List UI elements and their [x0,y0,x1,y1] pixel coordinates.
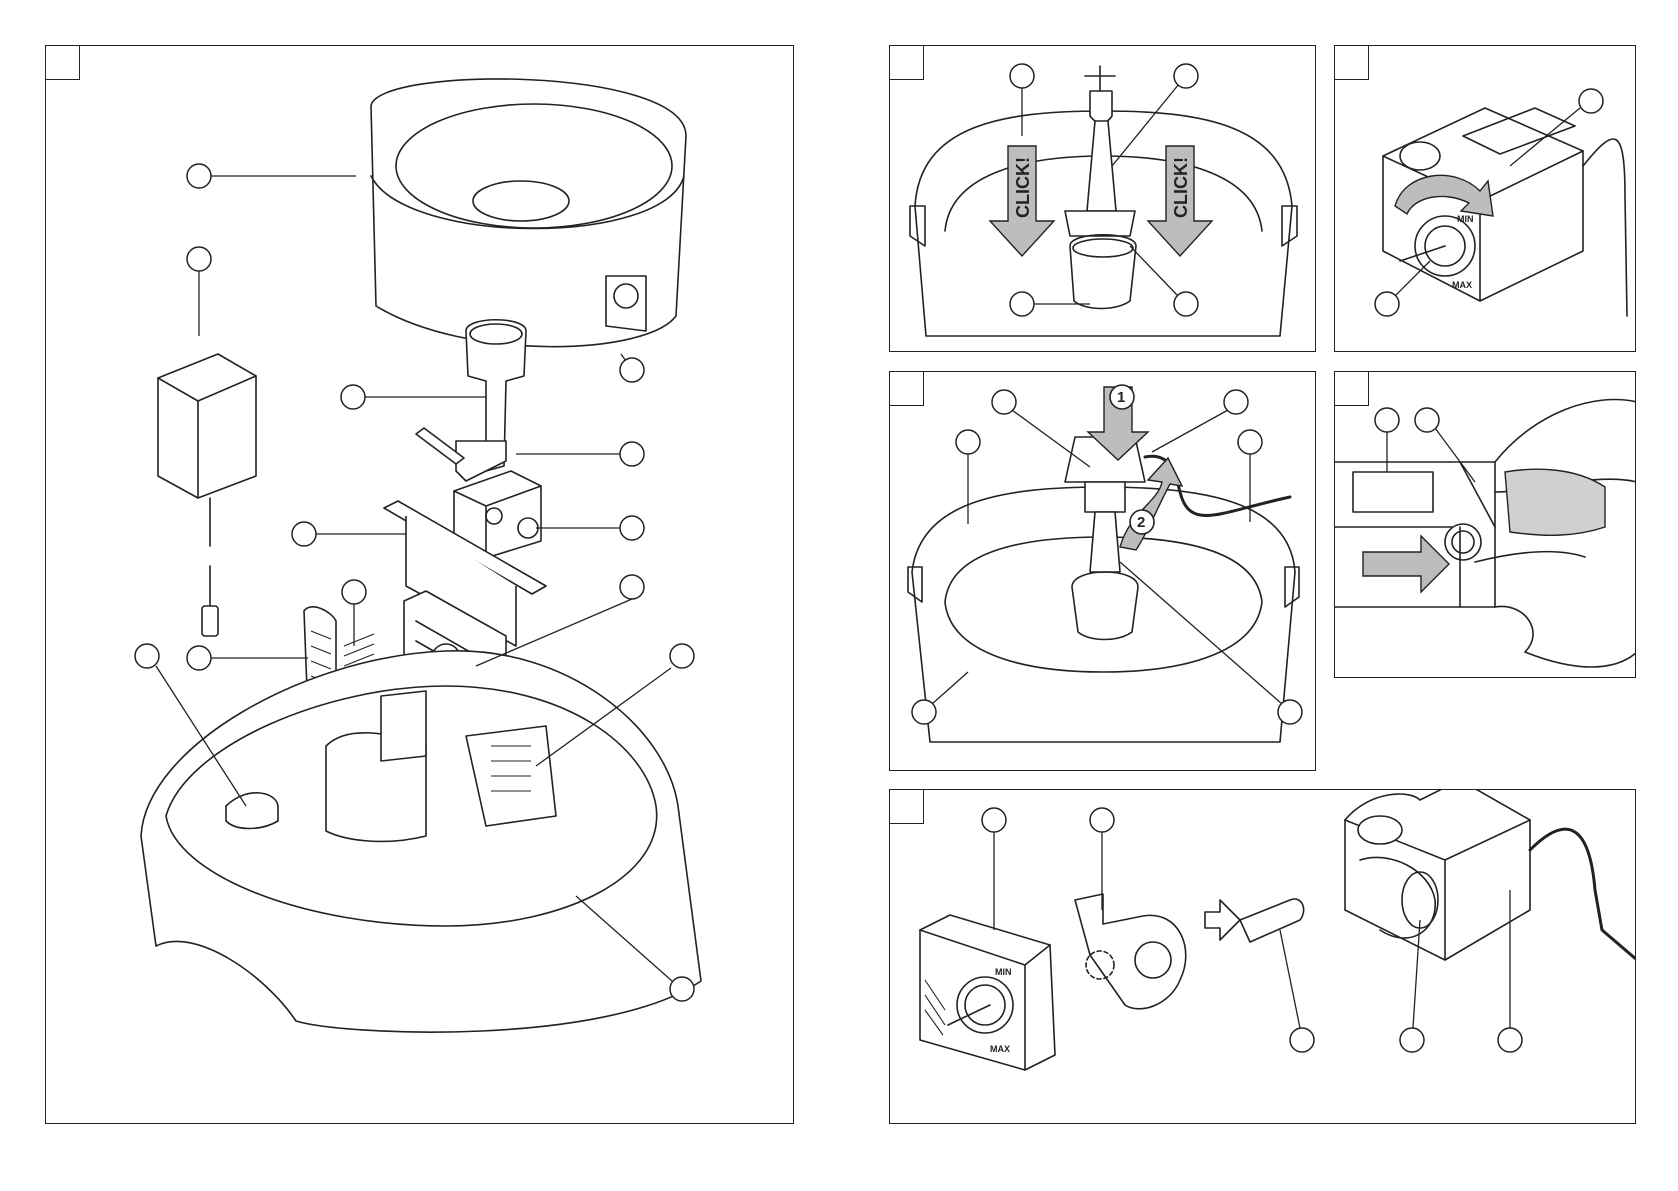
click-inlet-drawing: CLICK! CLICK! [890,46,1316,352]
callout-marker [1174,64,1198,88]
exploded-view-drawing [46,46,794,1124]
callout-marker [292,522,316,546]
pump-setting-drawing: MIN MAX [1335,46,1636,352]
step-1-label: 1 [1117,389,1125,406]
callout-marker [1174,292,1198,316]
fountain-top-bowl-icon [371,79,686,347]
callout-marker [1375,408,1399,432]
callout-marker [342,580,366,604]
max-label: MAX [990,1044,1010,1054]
remove-cover-drawing [1335,372,1636,678]
callout-marker [1400,1028,1424,1052]
callout-marker [187,646,211,670]
pump-parts-drawing: MIN MAX [890,790,1636,1124]
callout-marker [341,385,365,409]
callout-marker [1010,64,1034,88]
callout-marker [992,390,1016,414]
callout-marker [1010,292,1034,316]
callout-marker [1278,700,1302,724]
callout-marker [1090,808,1114,832]
callout-marker [620,442,644,466]
callout-marker [670,977,694,1001]
callout-marker [620,516,644,540]
callout-marker [620,358,644,382]
panel-insert-pump: 1 2 [889,371,1316,771]
pump-icon [1345,790,1636,960]
callout-marker [670,644,694,668]
inlet-tube-icon [456,320,526,481]
callout-marker [1290,1028,1314,1052]
callout-marker [912,700,936,724]
callout-marker [620,575,644,599]
callout-marker [956,430,980,454]
pump-cover-icon: MIN MAX [920,915,1055,1070]
min-label: MIN [995,967,1012,977]
callout-marker [1498,1028,1522,1052]
panel-pump-parts: MIN MAX [889,789,1636,1124]
panel-pump-setting: MIN MAX [1334,45,1636,352]
callout-marker [135,644,159,668]
click-label: CLICK! [1171,157,1191,218]
callout-marker [982,808,1006,832]
power-adapter-icon [158,354,256,636]
max-label: MAX [1452,280,1472,290]
insert-pump-drawing: 1 2 [890,372,1316,771]
callout-marker [1415,408,1439,432]
callout-marker [187,164,211,188]
callout-marker [1579,89,1603,113]
rotor-housing-icon [1075,894,1186,1009]
impeller-icon [1205,899,1304,942]
panel-remove-cover [1334,371,1636,678]
callout-marker [1238,430,1262,454]
callout-marker [1224,390,1248,414]
panel-exploded-view [45,45,794,1124]
push-arrow-icon [1363,536,1449,592]
panel-click-inlet: CLICK! CLICK! [889,45,1316,352]
step-2-label: 2 [1137,514,1145,531]
click-label: CLICK! [1013,157,1033,218]
callout-marker [187,247,211,271]
callout-marker [1375,292,1399,316]
min-label: MIN [1457,214,1474,224]
